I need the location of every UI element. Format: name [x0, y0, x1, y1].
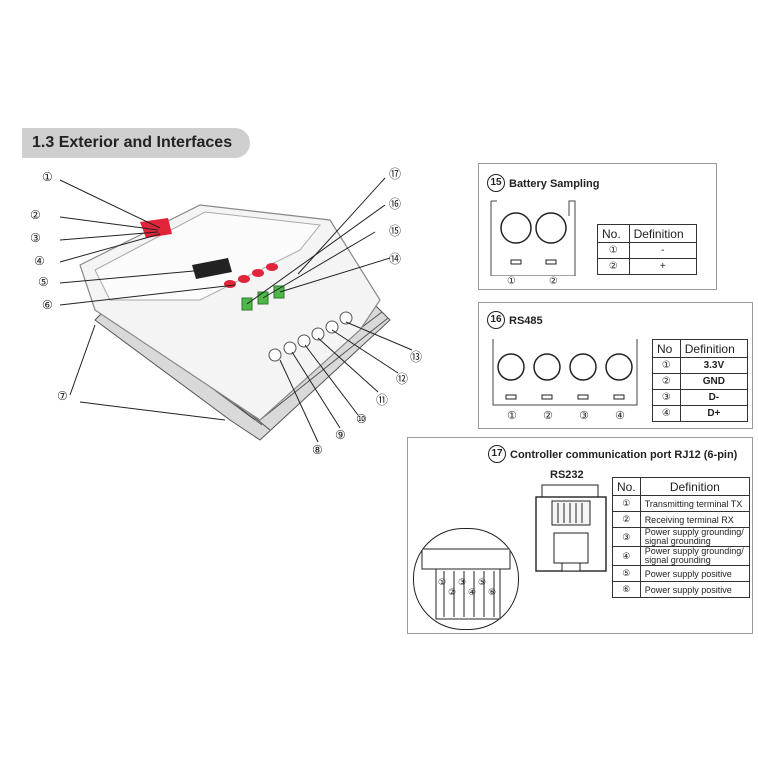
pin-label-5: ⑤ — [478, 577, 487, 587]
callout-15: ⑮ — [389, 224, 402, 238]
panel-number: 15 — [487, 174, 505, 192]
callout-1: ① — [42, 170, 53, 184]
battery-sampling-panel: 15 Battery Sampling ① ② No.Definition ①- … — [478, 163, 717, 290]
callout-7: ⑦ — [57, 389, 68, 403]
section-title: 1.3 Exterior and Interfaces — [22, 128, 250, 158]
pin-label-2: ② — [448, 587, 457, 597]
panel-title: Battery Sampling — [509, 178, 600, 191]
terminal-label-2: ② — [543, 410, 553, 422]
pin-label-6: ⑥ — [488, 587, 497, 597]
callout-4: ④ — [34, 254, 45, 268]
battery-definition-table: No.Definition ①- ②+ — [597, 224, 698, 275]
callout-13: ⑬ — [410, 350, 423, 364]
pin-label-1: ① — [438, 577, 447, 587]
device-illustration — [59, 177, 413, 443]
terminal-label-1: ① — [507, 276, 516, 287]
callout-16: ⑯ — [389, 197, 402, 211]
rj12-port-icon — [535, 484, 607, 572]
front-buttons — [224, 263, 278, 288]
pin-label-4: ④ — [468, 587, 477, 597]
callout-8: ⑧ — [312, 443, 323, 457]
rj12-panel: 17 Controller communication port RJ12 (6-… — [407, 437, 753, 634]
callout-14: ⑭ — [389, 252, 402, 266]
battery-connector-icon — [490, 200, 576, 276]
callout-11: ⑪ — [376, 393, 389, 407]
terminal-label-1: ① — [507, 410, 517, 422]
panel-title: Controller communication port RJ12 (6-pi… — [510, 449, 738, 462]
rj12-magnified-view: ① ② ③ ④ ⑤ ⑥ — [413, 528, 519, 630]
callout-5: ⑤ — [38, 275, 49, 289]
callout-2: ② — [30, 208, 41, 222]
callout-9: ⑨ — [335, 428, 346, 442]
callout-3: ③ — [30, 231, 41, 245]
callout-10: ⑩ — [356, 412, 367, 426]
device-top — [94, 211, 321, 301]
lcd-screen — [192, 258, 232, 279]
terminal-label-4: ④ — [615, 410, 625, 422]
rs232-label: RS232 — [550, 469, 584, 481]
pin-label-3: ③ — [458, 577, 467, 587]
cable-glands — [268, 311, 353, 362]
terminal-label-3: ③ — [579, 410, 589, 422]
terminal-label-2: ② — [549, 276, 558, 287]
panel-number: 16 — [487, 311, 505, 329]
panel-number: 17 — [488, 445, 506, 463]
callout-12: ⑫ — [396, 372, 409, 386]
callout-6: ⑥ — [42, 298, 53, 312]
panel-title: RS485 — [509, 315, 543, 328]
callout-17: ⑰ — [389, 167, 402, 181]
rs485-connector-icon — [492, 339, 638, 406]
